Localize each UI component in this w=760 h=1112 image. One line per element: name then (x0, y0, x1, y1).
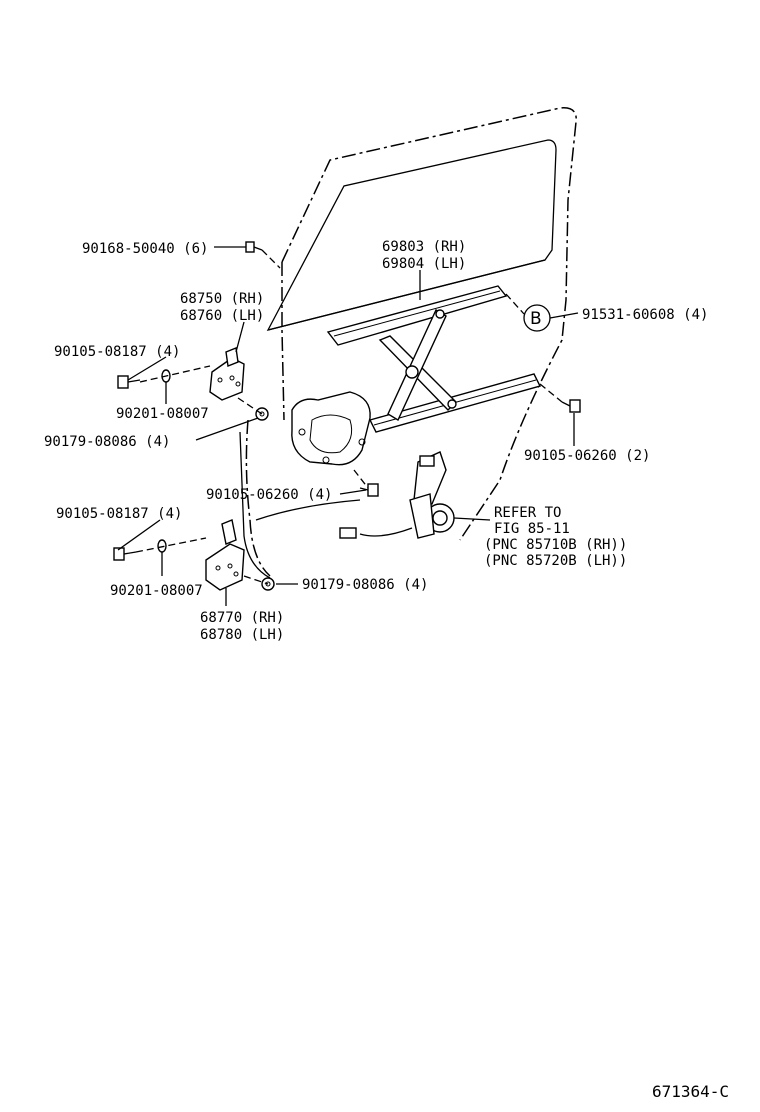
regulator-motor (339, 451, 455, 539)
refer-text-line2: FIG 85-11 (494, 521, 570, 537)
ref-mark-b-label: B (530, 309, 542, 329)
bolt-icon (245, 241, 263, 253)
bolt-icon (113, 547, 137, 561)
bolt-icon (117, 375, 141, 389)
part-label-washer-upper: 90201-08007 (116, 406, 209, 422)
part-label-bolt-right: 91531-60608 (4) (582, 307, 708, 323)
assembly-lines (135, 249, 563, 585)
upper-hinge (209, 347, 245, 401)
part-label-bolt-upper-left: 90105-08187 (4) (54, 344, 180, 360)
part-label-washer-lower: 90201-08007 (110, 583, 203, 599)
ref-mark-b: B (523, 304, 551, 332)
bolt-icon (561, 399, 581, 413)
part-label-nut-lower: 90179-08086 (4) (302, 577, 428, 593)
window-regulator (291, 285, 542, 466)
lower-hinge (205, 519, 245, 591)
washer-icon (157, 539, 167, 553)
door-outline (239, 107, 577, 579)
window-frame (266, 139, 557, 331)
part-label-bolt-center: 90105-06260 (4) (206, 487, 332, 503)
part-label-bolt-lower-left: 90105-08187 (4) (56, 506, 182, 522)
refer-text-line3: (PNC 85710B (RH)) (484, 537, 627, 553)
figure-id: 671364-C (652, 1082, 729, 1101)
part-label-upper-hinge-rh: 68750 (RH) (180, 291, 264, 307)
part-label-lower-hinge-lh: 68780 (LH) (200, 627, 284, 643)
leader-lines (117, 246, 579, 606)
part-label-regulator-lh: 69804 (LH) (382, 256, 466, 272)
part-label-regulator-rh: 69803 (RH) (382, 239, 466, 255)
part-label-bolt-right-lower: 90105-06260 (2) (524, 448, 650, 464)
part-label-upper-hinge-lh: 68760 (LH) (180, 308, 264, 324)
part-label-lower-hinge-rh: 68770 (RH) (200, 610, 284, 626)
part-label-bolt-top: 90168-50040 (6) (82, 241, 208, 257)
refer-text-line4: (PNC 85720B (LH)) (484, 553, 627, 569)
bolt-icon (359, 483, 379, 497)
part-label-nut-upper: 90179-08086 (4) (44, 434, 170, 450)
refer-text-line1: REFER TO (494, 505, 561, 521)
